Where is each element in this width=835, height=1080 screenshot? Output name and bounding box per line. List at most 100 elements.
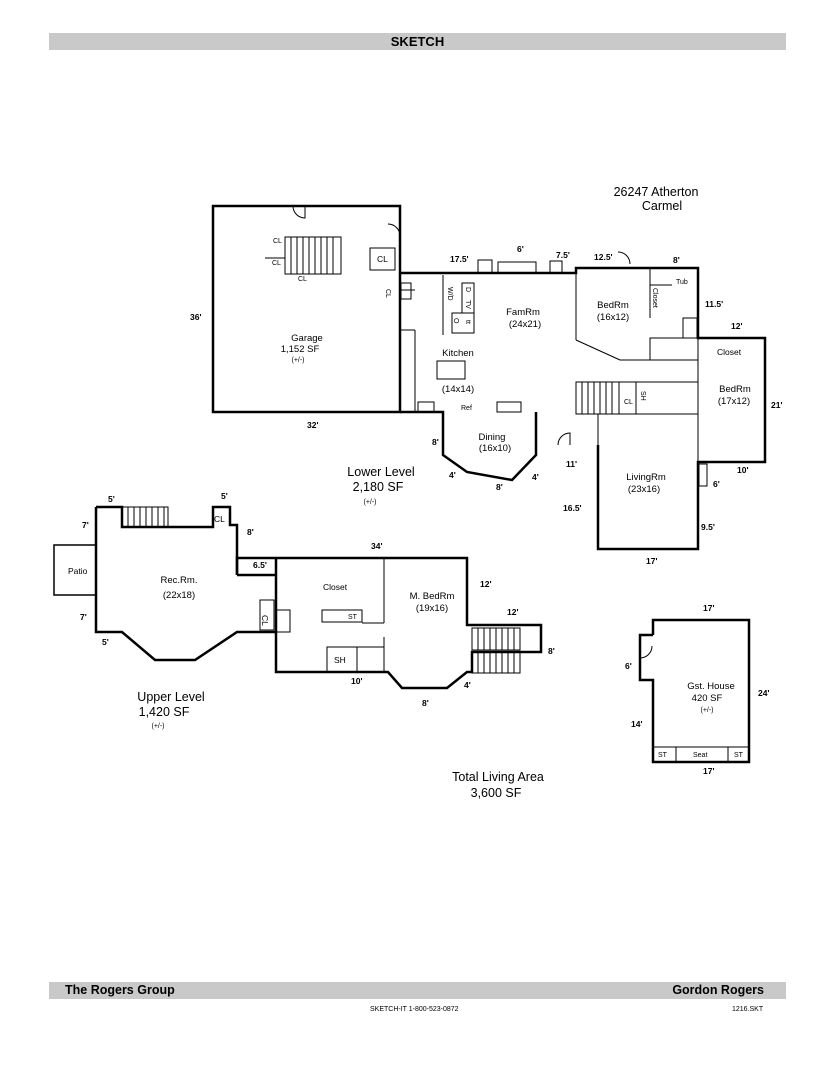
st-label-upper: ST — [348, 614, 358, 621]
washer-dryer-label: W/D — [446, 287, 453, 301]
garage-cl-2: CL — [272, 260, 281, 267]
dim-7-5: 7.5' — [556, 250, 570, 260]
dim-7-upper: 7' — [82, 520, 89, 530]
dim-12-5: 12.5' — [594, 252, 613, 262]
footer-agent: Gordon Rogers — [672, 983, 764, 997]
dim-6-top: 6' — [517, 244, 524, 254]
dim-5-bottom: 5' — [102, 637, 109, 647]
sh-label-lower: SH — [639, 391, 646, 401]
tub-label: Tub — [676, 279, 688, 286]
recrm-size: (22x18) — [163, 590, 195, 601]
footer-file: 1216.SKT — [732, 1006, 764, 1013]
lower-level-note: (+/-) — [363, 499, 376, 506]
dim-8-bottom: 8' — [496, 482, 503, 492]
dim-12-lower: 12' — [731, 321, 742, 331]
dim-14: 14' — [631, 719, 642, 729]
address-line1: 26247 Atherton — [614, 185, 699, 199]
dim-12-mbed: 12' — [480, 579, 491, 589]
dim-6-5: 6.5' — [253, 560, 267, 570]
upper-level-note: (+/-) — [151, 723, 164, 730]
garage-note: (+/-) — [291, 357, 304, 364]
dining-name: Dining — [479, 432, 506, 443]
footer-company: The Rogers Group — [65, 983, 175, 997]
dim-10-lower: 10' — [737, 465, 748, 475]
garage-area: 1,152 SF — [281, 344, 320, 355]
recrm-name: Rec.Rm. — [161, 575, 198, 586]
upper-level-name: Upper Level — [137, 690, 204, 704]
dim-8-dining: 8' — [432, 437, 439, 447]
lower-level-outline — [400, 266, 767, 551]
cl-label-upper: CL — [260, 615, 270, 626]
gsthouse-note: (+/-) — [700, 707, 713, 714]
bedrm2-name: BedRm — [719, 384, 751, 395]
garage-outline — [211, 204, 402, 414]
lower-level-name: Lower Level — [347, 465, 414, 479]
lower-level-area: 2,180 SF — [353, 480, 404, 494]
dim-5-left: 5' — [108, 494, 115, 504]
dim-9-5: 9.5' — [701, 522, 715, 532]
kitchen-name: Kitchen — [442, 348, 474, 359]
header-bar: SKETCH — [49, 33, 786, 50]
seat-label: Seat — [693, 752, 707, 759]
garage-cl-4: CL — [377, 254, 388, 264]
footer-software: SKETCH-IT 1-800-523-0872 — [370, 1006, 459, 1013]
ref-label: Ref — [461, 405, 472, 412]
dim-11-5: 11.5' — [705, 299, 723, 309]
dim-8-mbed: 8' — [422, 698, 429, 708]
livingrm-size: (23x16) — [628, 484, 660, 495]
upper-level-area: 1,420 SF — [139, 705, 190, 719]
dim-6-right: 6' — [713, 479, 720, 489]
dim-4-right: 4' — [532, 472, 539, 482]
dim-17-5: 17.5' — [450, 254, 469, 264]
dim-8-upper: 8' — [247, 527, 254, 537]
livingrm-name: LivingRm — [626, 472, 666, 483]
dim-21: 21' — [771, 400, 782, 410]
closet-label-lower: Closet — [717, 347, 742, 357]
dim-11: 11' — [566, 459, 577, 469]
st-label-gst-2: ST — [734, 752, 744, 759]
garage-cl-1: CL — [273, 238, 282, 245]
lower-cl: CL — [384, 289, 391, 298]
closet-small-label: Closet — [651, 288, 658, 308]
bedrm2-size: (17x12) — [718, 396, 750, 407]
dim-8-stairs: 8' — [548, 646, 555, 656]
dim-12-stairs: 12' — [507, 607, 518, 617]
dim-17-gst-bottom: 17' — [703, 766, 714, 776]
dining-size: (16x10) — [479, 443, 511, 454]
dim-16-5: 16.5' — [563, 503, 582, 513]
d-label: D — [464, 287, 471, 292]
garage-cl-3: CL — [298, 276, 307, 283]
dim-7-lower: 7' — [80, 612, 87, 622]
famrm-size: (24x21) — [509, 319, 541, 330]
dining-outline — [400, 410, 538, 482]
header-title: SKETCH — [390, 34, 445, 49]
closet-label-upper: Closet — [323, 582, 348, 592]
tv-label: TV — [464, 300, 471, 309]
upper-level-outline — [94, 507, 543, 690]
dim-5-right: 5' — [221, 491, 228, 501]
dim-10-upper: 10' — [351, 676, 362, 686]
kitchen-size: (14x14) — [442, 384, 474, 395]
dim-17-gst-top: 17' — [703, 603, 714, 613]
dim-8-top: 8' — [673, 255, 680, 265]
total-living-name: Total Living Area — [452, 770, 544, 784]
mbedrm-size: (19x16) — [416, 603, 448, 614]
footer-bar: The Rogers Group Gordon Rogers — [49, 982, 786, 999]
tt-label: tt — [464, 320, 471, 324]
o-label: O — [452, 318, 459, 324]
dim-17-lower: 17' — [646, 556, 657, 566]
gsthouse-area: 420 SF — [692, 693, 723, 704]
dim-garage-36: 36' — [190, 312, 201, 322]
patio-outline — [53, 544, 97, 596]
dim-4-mbed: 4' — [464, 680, 471, 690]
dim-garage-32: 32' — [307, 420, 318, 430]
total-living-area: 3,600 SF — [471, 786, 522, 800]
dim-24: 24' — [758, 688, 769, 698]
famrm-name: FamRm — [506, 307, 540, 318]
cl-label-recrm: CL — [214, 514, 225, 524]
dim-4-left: 4' — [449, 470, 456, 480]
dim-6-gst: 6' — [625, 661, 632, 671]
st-label-gst-1: ST — [658, 752, 668, 759]
dim-34: 34' — [371, 541, 382, 551]
